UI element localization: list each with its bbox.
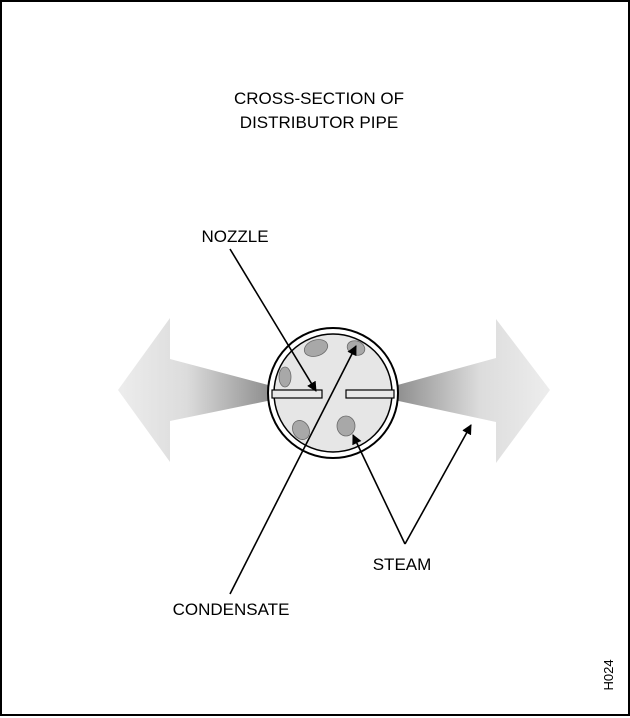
droplet [292,420,310,440]
steam-label: STEAM [373,555,432,574]
figure-code: H024 [601,659,616,690]
steam-leader-arrow-inner [352,434,406,545]
right-steam-jet [394,319,550,463]
droplet [303,339,329,357]
nozzle-leader-arrow [229,248,317,392]
title-line-1: CROSS-SECTION OF [234,89,404,108]
steam-leader-arrow-outer [404,424,472,545]
condensate-label: CONDENSATE [173,600,290,619]
droplet [336,415,356,437]
condensate-leader-arrow [229,345,357,595]
nozzle-left [271,389,323,399]
nozzle-label: NOZZLE [201,227,268,246]
left-steam-jet [118,318,272,462]
droplet [278,366,292,388]
nozzle-right [345,389,395,399]
title-line-2: DISTRIBUTOR PIPE [240,113,398,132]
